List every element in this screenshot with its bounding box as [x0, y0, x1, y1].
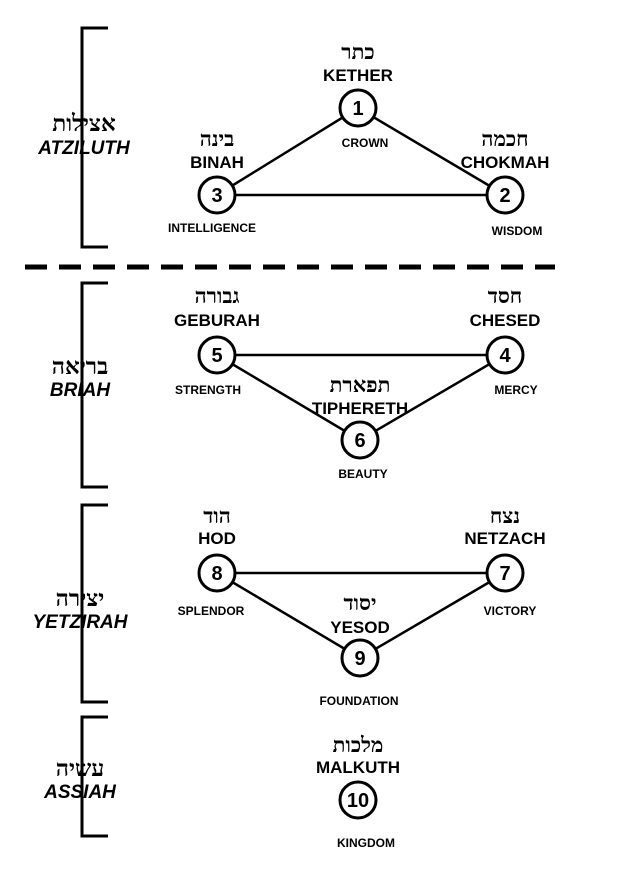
- sephira-8-meaning: SPLENDOR: [178, 604, 245, 618]
- sephira-3-name: BINAH: [190, 153, 244, 172]
- sephiroth-hebrew: כתר חכמה בינה חסד גבורה תפארת נצח הוד יס…: [195, 39, 529, 757]
- sephira-1-name: KETHER: [323, 66, 393, 85]
- path-4-6: [359, 353, 506, 442]
- sephira-5-hebrew: גבורה: [195, 283, 240, 308]
- sephira-9-circle: [340, 638, 380, 678]
- sephira-6-circle: [340, 420, 380, 460]
- sephira-7-number: 7: [499, 563, 510, 585]
- sephira-9-hebrew: יסוד: [344, 590, 377, 615]
- sephira-1-number: 1: [352, 98, 363, 120]
- paths: [216, 106, 506, 660]
- sephira-6-hebrew: תפארת: [330, 372, 391, 397]
- sephira-4-hebrew: חסד: [488, 283, 522, 308]
- sephira-1-meaning: CROWN: [342, 136, 389, 150]
- sephira-9-meaning: FOUNDATION: [319, 694, 398, 708]
- sephira-1-hebrew: כתר: [341, 39, 374, 64]
- sephira-5-circle: [197, 335, 237, 375]
- path-1-3: [216, 106, 359, 197]
- sephiroth-numbers: 1 2 3 4 5 6 7 8 9 10: [211, 98, 511, 812]
- sephira-2-name: CHOKMAH: [461, 153, 550, 172]
- sephira-7-hebrew: נצח: [490, 503, 520, 528]
- world-hebrew-assiah: עשיה: [56, 755, 105, 782]
- sephira-8-name: HOD: [198, 529, 236, 548]
- sephira-6-number: 6: [354, 430, 365, 452]
- sephira-7-circle: [485, 553, 525, 593]
- world-hebrew-briah: בריאה: [52, 353, 108, 380]
- sephira-3-number: 3: [211, 185, 222, 207]
- sephira-10-circle: [338, 780, 378, 820]
- sephira-3-circle: [197, 175, 237, 215]
- sephira-4-number: 4: [499, 345, 511, 367]
- sephira-2-meaning: WISDOM: [492, 224, 543, 238]
- sephira-5-number: 5: [211, 345, 222, 367]
- sephira-10-meaning: KINGDOM: [337, 836, 395, 850]
- sephira-10-hebrew: מלכות: [333, 732, 384, 757]
- sephiroth-meanings: CROWN WISDOM INTELLIGENCE MERCY STRENGTH…: [168, 136, 542, 850]
- path-1-2: [357, 106, 506, 197]
- sephira-7-meaning: VICTORY: [484, 604, 537, 618]
- bracket-yetzirah: [80, 503, 108, 704]
- sephira-2-circle: [485, 175, 525, 215]
- world-name-yetzirah: YETZIRAH: [33, 612, 129, 633]
- sephira-7-name: NETZACH: [464, 529, 545, 548]
- bracket-briah: [80, 281, 108, 489]
- world-name-assiah: ASSIAH: [43, 782, 117, 803]
- world-name-atziluth: ATZILUTH: [37, 138, 131, 159]
- sephira-1-circle: [338, 88, 378, 128]
- world-hebrew-yetzirah: יצירה: [56, 585, 105, 612]
- world-name-briah: BRIAH: [50, 380, 111, 401]
- sephiroth-names: KETHER CHOKMAH BINAH CHESED GEBURAH TIPH…: [174, 66, 549, 777]
- sephira-4-name: CHESED: [470, 311, 541, 330]
- sephira-3-meaning: INTELLIGENCE: [168, 221, 256, 235]
- sephira-4-circle: [485, 335, 525, 375]
- world-labels: אצילות ATZILUTH בריאה BRIAH יצירה YETZIR…: [33, 110, 132, 803]
- sephira-5-meaning: STRENGTH: [175, 383, 241, 397]
- sephira-8-hebrew: הוד: [203, 503, 231, 528]
- sephira-3-hebrew: בינה: [200, 126, 235, 151]
- sephira-4-meaning: MERCY: [494, 383, 537, 397]
- sephira-8-number: 8: [211, 563, 222, 585]
- sephira-6-name: TIPHERETH: [312, 399, 408, 418]
- world-brackets: [80, 26, 108, 838]
- path-5-6: [216, 353, 361, 442]
- sephira-8-circle: [197, 553, 237, 593]
- sephira-9-name: YESOD: [330, 618, 390, 637]
- sephira-9-number: 9: [354, 648, 365, 670]
- sephiroth-circles: [197, 88, 525, 820]
- path-7-9: [359, 571, 506, 660]
- sephira-6-meaning: BEAUTY: [338, 467, 387, 481]
- sephira-5-name: GEBURAH: [174, 311, 260, 330]
- world-hebrew-atziluth: אצילות: [52, 110, 116, 137]
- sephira-2-number: 2: [499, 185, 510, 207]
- bracket-assiah: [80, 715, 108, 838]
- sephira-2-hebrew: חכמה: [481, 126, 528, 151]
- sephira-10-name: MALKUTH: [316, 758, 400, 777]
- path-8-9: [216, 571, 361, 660]
- sephira-10-number: 10: [347, 790, 369, 812]
- bracket-atziluth: [80, 26, 108, 249]
